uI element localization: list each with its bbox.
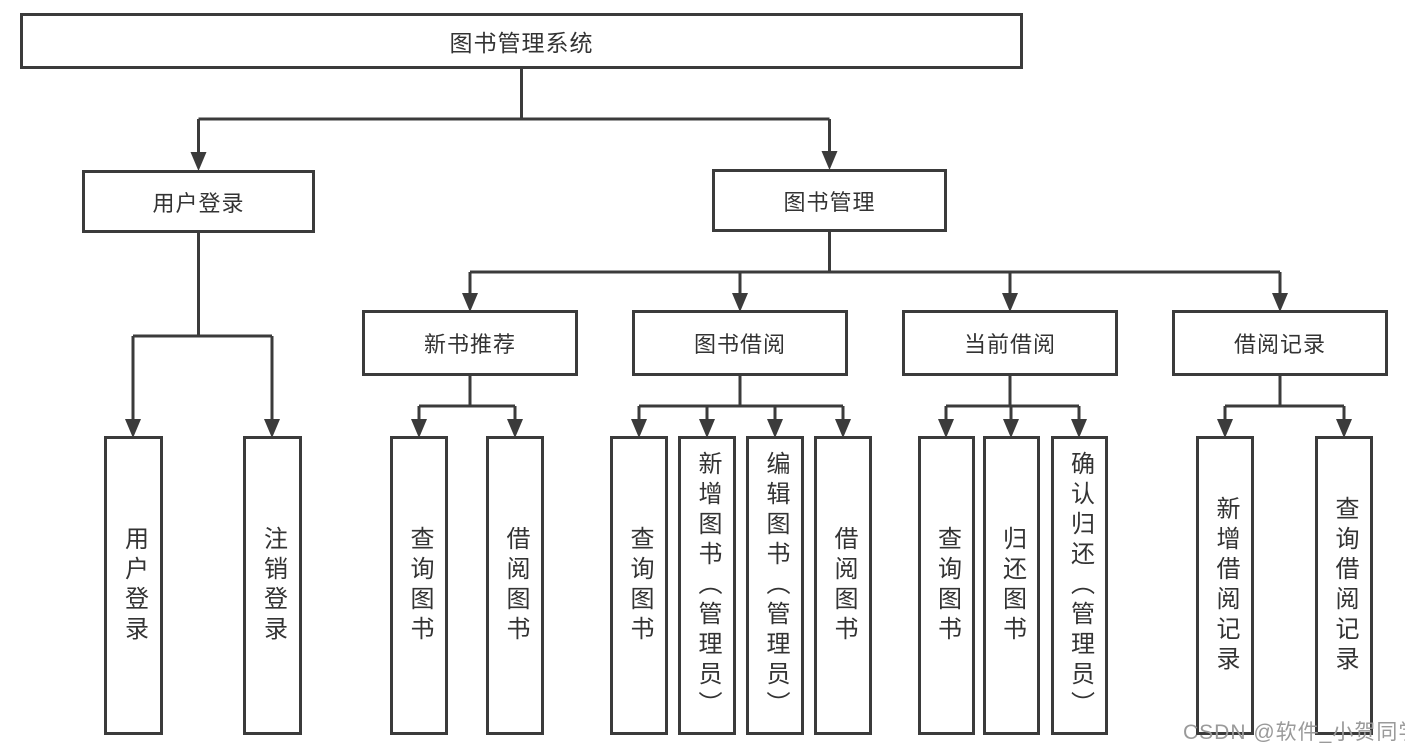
leaf-logout: 注销登录 <box>243 436 302 735</box>
leaf-borrow-books-recommend: 借阅图书 <box>486 436 544 735</box>
leaf-query-books-borrow: 查询图书 <box>610 436 668 735</box>
leaf-user-login: 用户登录 <box>104 436 163 735</box>
leaf-return-book: 归还图书 <box>983 436 1040 735</box>
leaf-logout-label: 注销登录 <box>259 525 287 646</box>
node-book-borrow: 图书借阅 <box>632 310 848 376</box>
leaf-query-borrow-record: 查询借阅记录 <box>1315 436 1373 735</box>
leaf-add-book-admin: 新增图书（管理员） <box>678 436 736 735</box>
node-user-login: 用户登录 <box>82 170 315 233</box>
leaf-add-borrow-record: 新增借阅记录 <box>1196 436 1254 735</box>
node-book-borrow-label: 图书借阅 <box>693 332 786 357</box>
leaf-query-books-recommend-label: 查询图书 <box>406 525 433 646</box>
watermark: CSDN @软件_小贺同学 <box>1183 721 1405 744</box>
leaf-borrow-books-2: 借阅图书 <box>814 436 872 735</box>
node-book-management: 图书管理 <box>712 169 947 232</box>
node-new-book-recommend: 新书推荐 <box>362 310 578 376</box>
node-new-book-recommend-label: 新书推荐 <box>423 332 516 357</box>
leaf-edit-book-admin: 编辑图书（管理员） <box>746 436 804 735</box>
leaf-add-book-admin-label: 新增图书（管理员） <box>694 450 721 721</box>
leaf-query-books-current-label: 查询图书 <box>933 525 961 646</box>
leaf-query-borrow-record-label: 查询借阅记录 <box>1331 495 1358 676</box>
leaf-confirm-return-admin: 确认归还（管理员） <box>1051 436 1108 735</box>
node-user-login-label: 用户登录 <box>152 190 245 216</box>
leaf-user-login-label: 用户登录 <box>120 525 148 646</box>
node-book-management-label: 图书管理 <box>783 189 876 215</box>
leaf-borrow-books-2-label: 借阅图书 <box>830 525 857 646</box>
leaf-borrow-books-recommend-label: 借阅图书 <box>502 525 529 646</box>
node-library-system: 图书管理系统 <box>20 13 1023 69</box>
leaf-add-borrow-record-label: 新增借阅记录 <box>1212 495 1239 676</box>
node-current-borrow: 当前借阅 <box>902 310 1118 376</box>
node-borrow-records: 借阅记录 <box>1172 310 1388 376</box>
leaf-edit-book-admin-label: 编辑图书（管理员） <box>762 450 789 721</box>
leaf-query-books-borrow-label: 查询图书 <box>626 525 653 646</box>
node-borrow-records-label: 借阅记录 <box>1233 332 1326 357</box>
leaf-query-books-recommend: 查询图书 <box>390 436 448 735</box>
leaf-return-book-label: 归还图书 <box>998 525 1026 646</box>
node-current-borrow-label: 当前借阅 <box>963 332 1056 357</box>
leaf-confirm-return-admin-label: 确认归还（管理员） <box>1066 450 1094 721</box>
node-library-system-label: 图书管理系统 <box>449 30 594 56</box>
leaf-query-books-current: 查询图书 <box>918 436 975 735</box>
